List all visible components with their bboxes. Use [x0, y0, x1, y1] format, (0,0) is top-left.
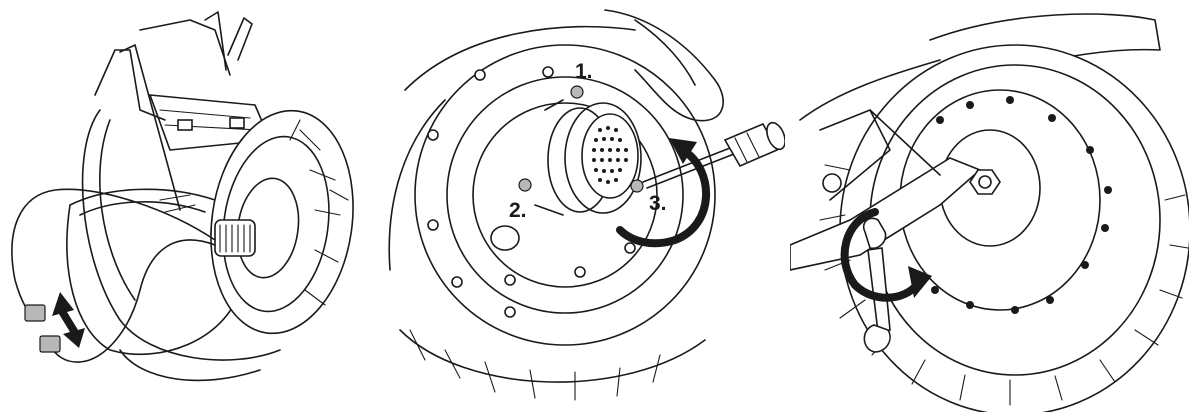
front-wheel-rim [222, 135, 330, 313]
cable-lower [49, 239, 216, 363]
fender-bottom [119, 349, 261, 382]
body-shell-inner [99, 119, 136, 301]
panel-remove-screws: 1. 2. 3. [385, 0, 785, 412]
hub-plate [472, 102, 658, 288]
panel-loosen-axle-nut [790, 0, 1189, 412]
frame-bolt [229, 117, 245, 129]
frame-bolt [822, 173, 842, 193]
fork-arm [119, 44, 181, 211]
frame-strut-lower [829, 109, 891, 201]
fork-left [94, 49, 166, 121]
loosen-axle-nut-illustration [790, 13, 1189, 412]
hub-connector [214, 219, 256, 257]
screw-2 [518, 178, 532, 192]
fender-edge [79, 201, 206, 216]
body-shell [81, 109, 281, 361]
cable-connector-upper [24, 304, 46, 322]
wrench-icon [862, 217, 891, 353]
panel-disconnect-cable [0, 0, 380, 412]
tire-tread [409, 329, 661, 401]
screw-label-3: 3. [649, 192, 667, 215]
axle-nut-icon [969, 169, 1001, 195]
frame-handle [204, 11, 227, 71]
connector-bracket [534, 99, 564, 216]
connector-pin-grid [592, 126, 628, 184]
frame-top [139, 19, 231, 76]
cable-upper [11, 188, 216, 319]
wheel-rim-outer [414, 44, 716, 346]
screw-label-1: 1. [575, 60, 593, 83]
rim-hole [490, 225, 520, 251]
frame-top-edge [799, 59, 941, 121]
rim-screws [427, 66, 636, 318]
wire-detail [159, 194, 196, 213]
frame-bolt [177, 119, 193, 131]
cable-connector-lower [39, 335, 61, 353]
fork-edge [634, 19, 696, 86]
rim-bolts [931, 96, 1112, 314]
screw-3 [630, 179, 644, 193]
tire-outer-top [404, 25, 636, 91]
fork-body [604, 9, 724, 122]
tire-tread [289, 119, 349, 306]
rotate-arrow-icon [616, 138, 710, 248]
screw-label-2: 2. [509, 199, 527, 222]
frame-handle-right [227, 17, 253, 61]
screw-1 [570, 85, 584, 99]
swing-arm [790, 157, 982, 271]
screwdriver-icon [642, 121, 785, 189]
tire-outer-left [388, 99, 446, 271]
hub-connector-ribs [219, 224, 251, 253]
rotate-arrow-icon [840, 208, 932, 302]
wheel-rim-inner [446, 76, 684, 314]
double-arrow-icon [52, 292, 85, 348]
front-wheel-tire [210, 109, 354, 335]
motor-connector-face [581, 113, 639, 199]
disconnect-cable-illustration [11, 11, 354, 382]
tire-outer-bottom [399, 329, 706, 383]
remove-screws-illustration: 1. 2. 3. [388, 9, 785, 401]
